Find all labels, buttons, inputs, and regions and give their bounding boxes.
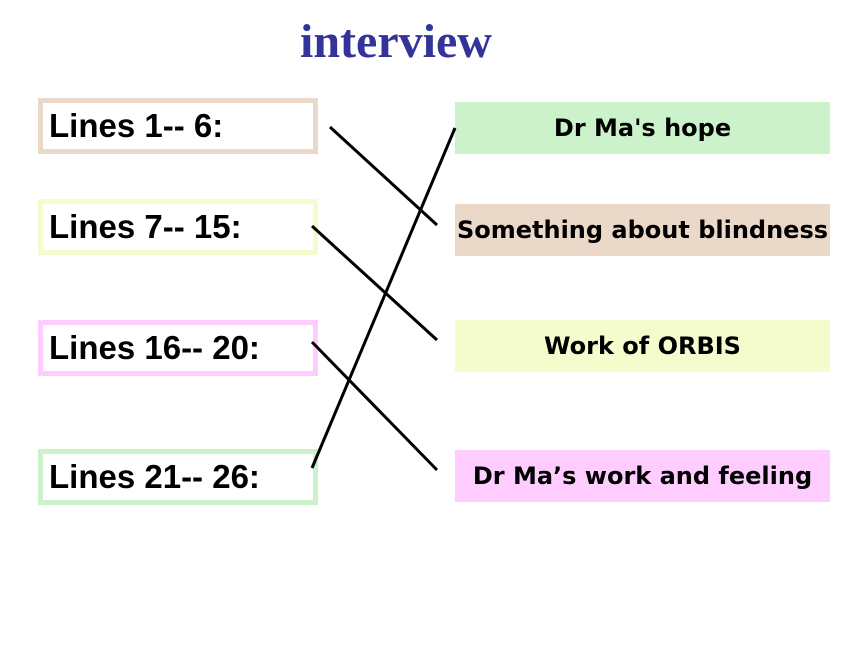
left-box-lines-7-15[interactable]: Lines 7-- 15: (38, 199, 318, 255)
right-box-dr-ma-hope[interactable]: Dr Ma's hope (455, 102, 830, 154)
connector-line-1-6 (328, 125, 439, 227)
left-box-lines-21-26[interactable]: Lines 21-- 26: (38, 449, 318, 505)
page-title: interview (300, 15, 492, 68)
left-box-lines-16-20[interactable]: Lines 16-- 20: (38, 320, 318, 376)
connector-line-7-15 (310, 224, 439, 342)
left-box-lines-1-6[interactable]: Lines 1-- 6: (38, 98, 318, 154)
right-box-work-of-orbis[interactable]: Work of ORBIS (455, 320, 830, 372)
connector-line-16-20 (310, 340, 439, 472)
right-box-dr-ma-work-feeling[interactable]: Dr Ma’s work and feeling (455, 450, 830, 502)
connector-line-21-26 (310, 127, 457, 469)
right-box-something-blindness[interactable]: Something about blindness (455, 204, 830, 256)
